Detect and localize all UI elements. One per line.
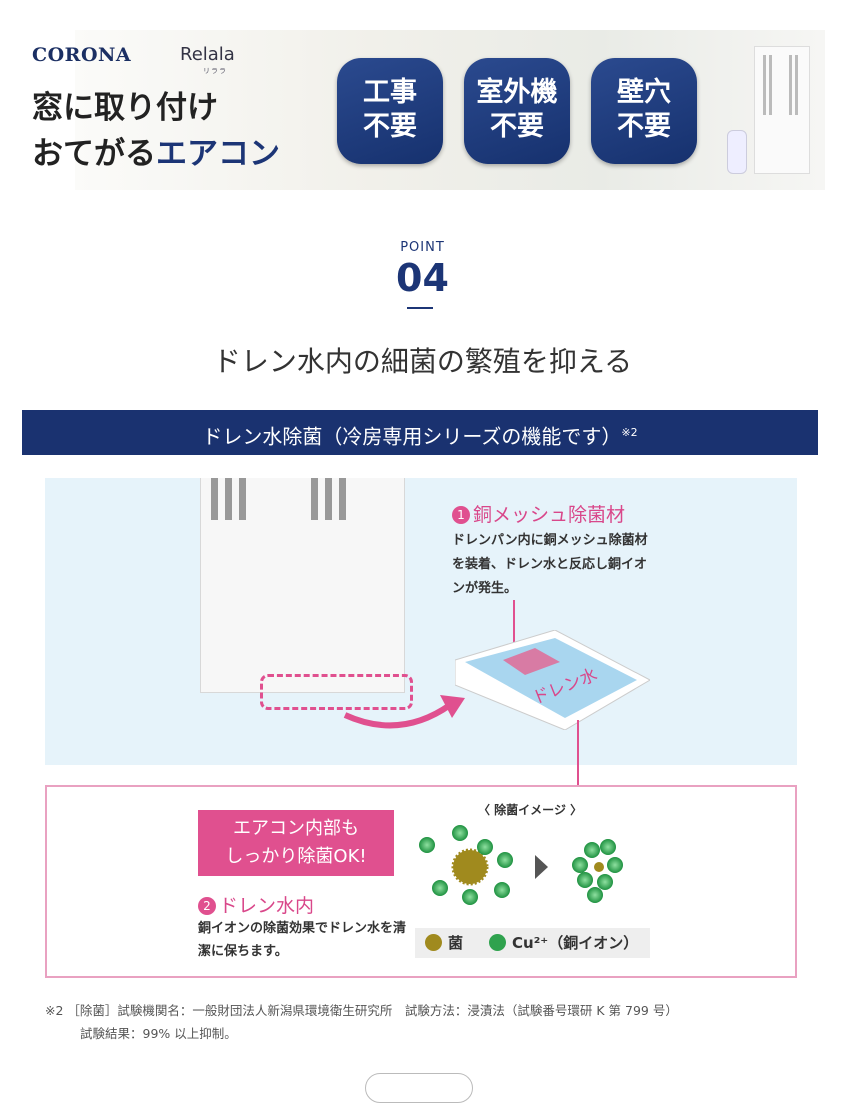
image-caption: 〈 除菌イメージ 〉: [478, 803, 583, 817]
drain-pan-highlight: [260, 674, 413, 710]
point-label: POINT: [400, 240, 445, 255]
callout-line: エアコン内部も: [233, 818, 359, 839]
divider: [407, 307, 433, 309]
section-bar-text: ドレン水除菌（冷房専用シリーズの機能です）: [202, 424, 622, 449]
feature2-title-text: ドレン水内: [219, 895, 315, 917]
number-badge: 2: [198, 897, 216, 915]
feature2-desc: 銅イオンの除菌効果でドレン水を清潔に保ちます。: [198, 921, 407, 959]
tagline-accent: エアコン: [156, 136, 280, 172]
legend-ion: Cu²⁺（銅イオン）: [512, 934, 639, 952]
corona-logo: CORONA: [32, 44, 132, 66]
section-bar: ドレン水除菌（冷房専用シリーズの機能です）※2: [22, 410, 818, 455]
remote-control-image: [727, 130, 747, 174]
aircon-unit-image: [200, 478, 405, 693]
point-number: 04: [396, 256, 449, 300]
arrow-icon: [343, 695, 465, 729]
badge-no-outdoor-unit: 室外機不要: [464, 58, 570, 164]
callout: エアコン内部もしっかり除菌OK!: [198, 810, 394, 876]
badge-line: 不要: [490, 111, 544, 142]
tagline-1: 窓に取り付け: [32, 90, 218, 126]
tagline-plain: おてがる: [32, 136, 156, 172]
feature2-box: [45, 785, 797, 978]
badge-line: 工事: [363, 77, 417, 108]
badge-line: 不要: [617, 111, 671, 142]
ion-dot: [489, 934, 507, 951]
legend-bacteria: 菌: [448, 934, 464, 952]
legend: 菌 Cu²⁺（銅イオン）: [415, 928, 650, 958]
pointer-line: [513, 600, 515, 655]
more-button[interactable]: [365, 1073, 473, 1103]
connector-line: [577, 720, 579, 786]
footnote-line2: 試験結果：99% 以上抑制。: [80, 1026, 237, 1041]
feature1-title-text: 銅メッシュ除菌材: [473, 504, 626, 526]
section-bar-note: ※2: [621, 426, 638, 439]
section-heading: ドレン水内の細菌の繁殖を抑える: [212, 345, 633, 378]
badge-no-wall-hole: 壁穴不要: [591, 58, 697, 164]
feature1-desc: ドレンパン内に銅メッシュ除菌材を装着、ドレン水と反応し銅イオンが発生。: [452, 533, 648, 596]
badge-line: 室外機: [476, 77, 558, 108]
number-badge: 1: [452, 506, 470, 524]
footnote-line1: ※2 ［除菌］試験機関名：一般財団法人新潟県環境衛生研究所 試験方法：浸漬法（試…: [45, 1003, 678, 1018]
badge-line: 不要: [363, 111, 417, 142]
tagline-2: おてがるエアコン: [32, 128, 280, 173]
air-conditioner-image: [754, 46, 810, 174]
relala-kana: リララ: [203, 67, 227, 75]
banner: [75, 30, 825, 190]
relala-logo: Relala: [180, 44, 235, 65]
bacteria-dot: [425, 934, 442, 951]
callout-line: しっかり除菌OK!: [225, 846, 367, 867]
badge-no-construction: 工事不要: [337, 58, 443, 164]
sterilization-diagram: [419, 825, 623, 905]
drain-pan-image: [455, 630, 650, 730]
badge-line: 壁穴: [617, 77, 671, 108]
